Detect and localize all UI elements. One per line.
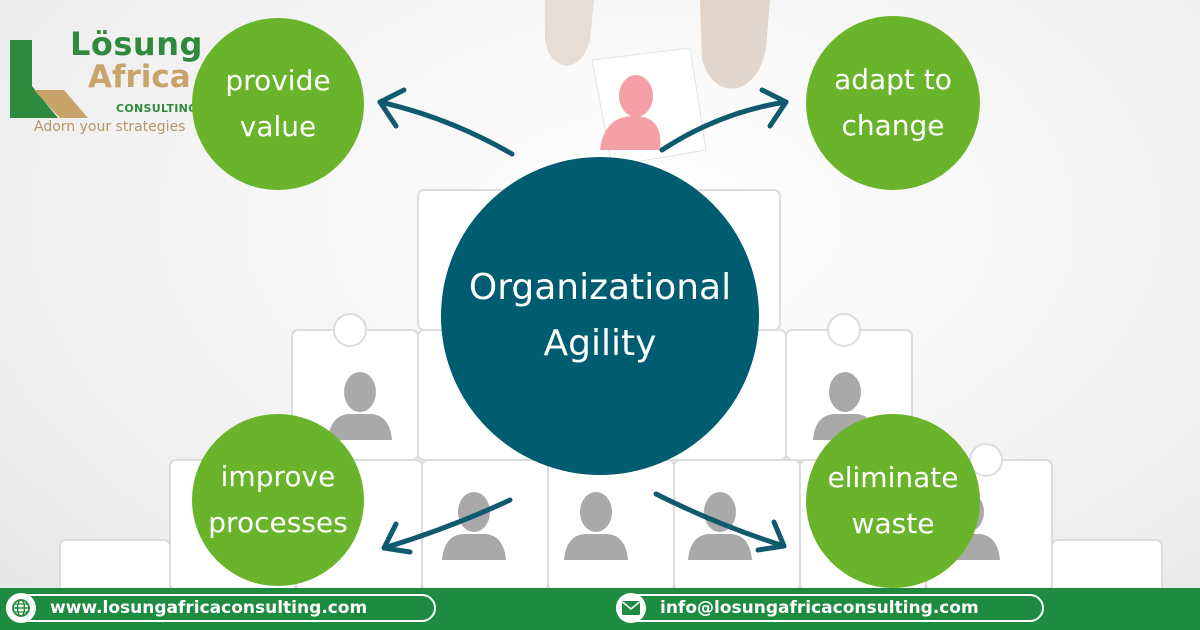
bubble-eliminate-waste-line1: eliminate: [827, 461, 959, 494]
logo-subtitle: CONSULTING: [116, 102, 198, 115]
bubble-adapt-to-change: adapt to change: [806, 16, 980, 190]
email-link[interactable]: info@losungafricaconsulting.com: [616, 593, 1044, 623]
bubble-improve-processes: improve processes: [192, 414, 364, 586]
company-logo: Lösung Africa CONSULTING Adorn your stra…: [8, 22, 208, 142]
bubble-provide-value-line2: value: [239, 110, 317, 143]
logo-mark-icon: [10, 40, 88, 118]
bubble-provide-value-line1: provide: [225, 64, 331, 97]
bubble-improve-processes-line2: processes: [208, 506, 348, 539]
bubble-adapt-to-change-line1: adapt to: [834, 63, 952, 96]
bubble-eliminate-waste-line2: waste: [851, 507, 935, 540]
website-text: www.losungafricaconsulting.com: [50, 598, 368, 618]
center-title-line1: Organizational: [468, 267, 732, 308]
footer-bar: www.losungafricaconsulting.com info@losu…: [0, 588, 1200, 630]
globe-icon: [6, 593, 36, 623]
center-title-line2: Agility: [543, 323, 657, 364]
bubble-improve-processes-line1: improve: [220, 460, 336, 493]
center-circle: Organizational Agility: [441, 157, 759, 475]
bubble-eliminate-waste: eliminate waste: [806, 414, 980, 588]
envelope-icon: [616, 593, 646, 623]
logo-tagline: Adorn your strategies: [34, 119, 186, 135]
logo-name-line2: Africa: [88, 59, 191, 95]
logo-name-line1: Lösung: [70, 25, 203, 63]
email-text: info@losungafricaconsulting.com: [660, 598, 979, 618]
bubble-provide-value: provide value: [192, 18, 364, 190]
website-link[interactable]: www.losungafricaconsulting.com: [6, 593, 436, 623]
bubble-adapt-to-change-line2: change: [841, 109, 945, 142]
